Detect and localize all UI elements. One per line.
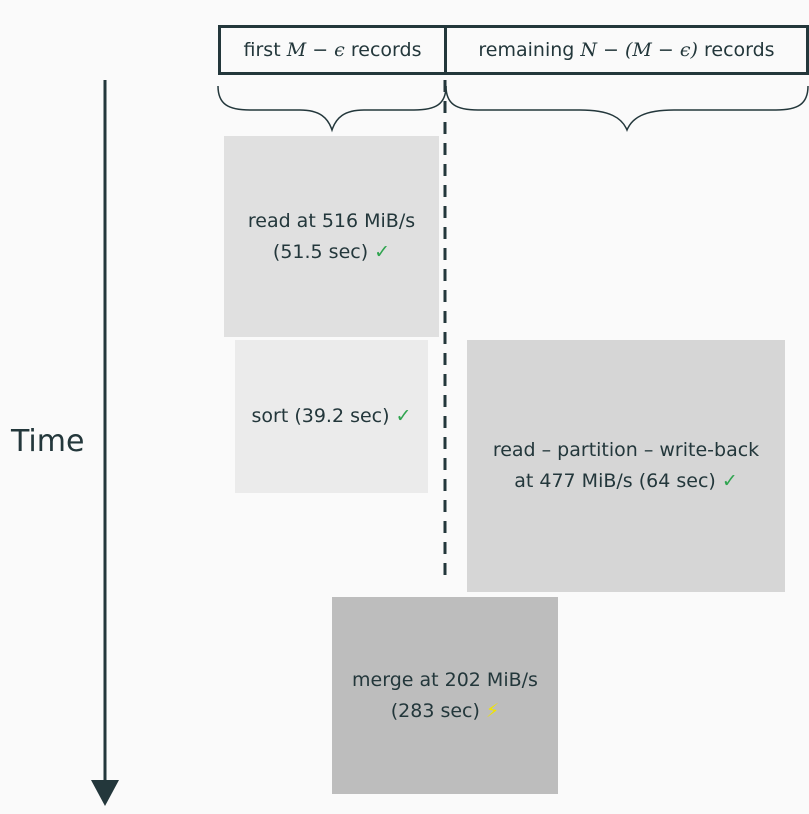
merge-duration-label: (283 sec) <box>390 699 480 722</box>
partition-block: read – partition – write-back at 477 MiB… <box>467 340 785 592</box>
read-rate-label: read at 516 MiB/s <box>247 209 416 232</box>
header-remaining-records: remaining N − (M − ϵ) records <box>444 25 809 75</box>
merge-rate-label: merge at 202 MiB/s <box>352 668 538 691</box>
check-icon: ✓ <box>721 470 738 492</box>
time-arrow-head <box>91 780 119 806</box>
header-right-pre: remaining <box>478 39 575 61</box>
header-left-pre: first <box>243 39 281 61</box>
header-left-post: records <box>350 39 422 61</box>
lightning-icon: ⚡ <box>485 699 500 722</box>
partition-rate-label: at 477 MiB/s (64 sec) <box>514 470 716 492</box>
header-right-math: N − (M − ϵ) <box>580 39 698 61</box>
brace-left <box>217 85 447 133</box>
sort-row: sort (39.2 sec)✓ <box>252 401 412 432</box>
merge-duration-row: (283 sec)⚡ <box>391 696 500 727</box>
header-left-math: M − ϵ <box>286 39 345 61</box>
header-right-post: records <box>703 39 775 61</box>
check-icon: ✓ <box>395 405 412 427</box>
partition-rate-row: at 477 MiB/s (64 sec)✓ <box>514 466 737 497</box>
sort-label: sort (39.2 sec) <box>251 405 390 427</box>
sort-block: sort (39.2 sec)✓ <box>235 340 428 493</box>
partition-label: read – partition – write-back <box>492 439 760 461</box>
time-axis-label: Time <box>11 424 85 459</box>
merge-block: merge at 202 MiB/s (283 sec)⚡ <box>332 597 558 794</box>
read-duration-row: (51.5 sec)✓ <box>273 237 390 268</box>
check-icon: ✓ <box>374 240 391 263</box>
read-duration-label: (51.5 sec) <box>272 240 369 263</box>
read-block: read at 516 MiB/s (51.5 sec)✓ <box>224 136 439 337</box>
header-first-records: first M − ϵ records <box>218 25 447 75</box>
brace-right <box>445 85 809 132</box>
